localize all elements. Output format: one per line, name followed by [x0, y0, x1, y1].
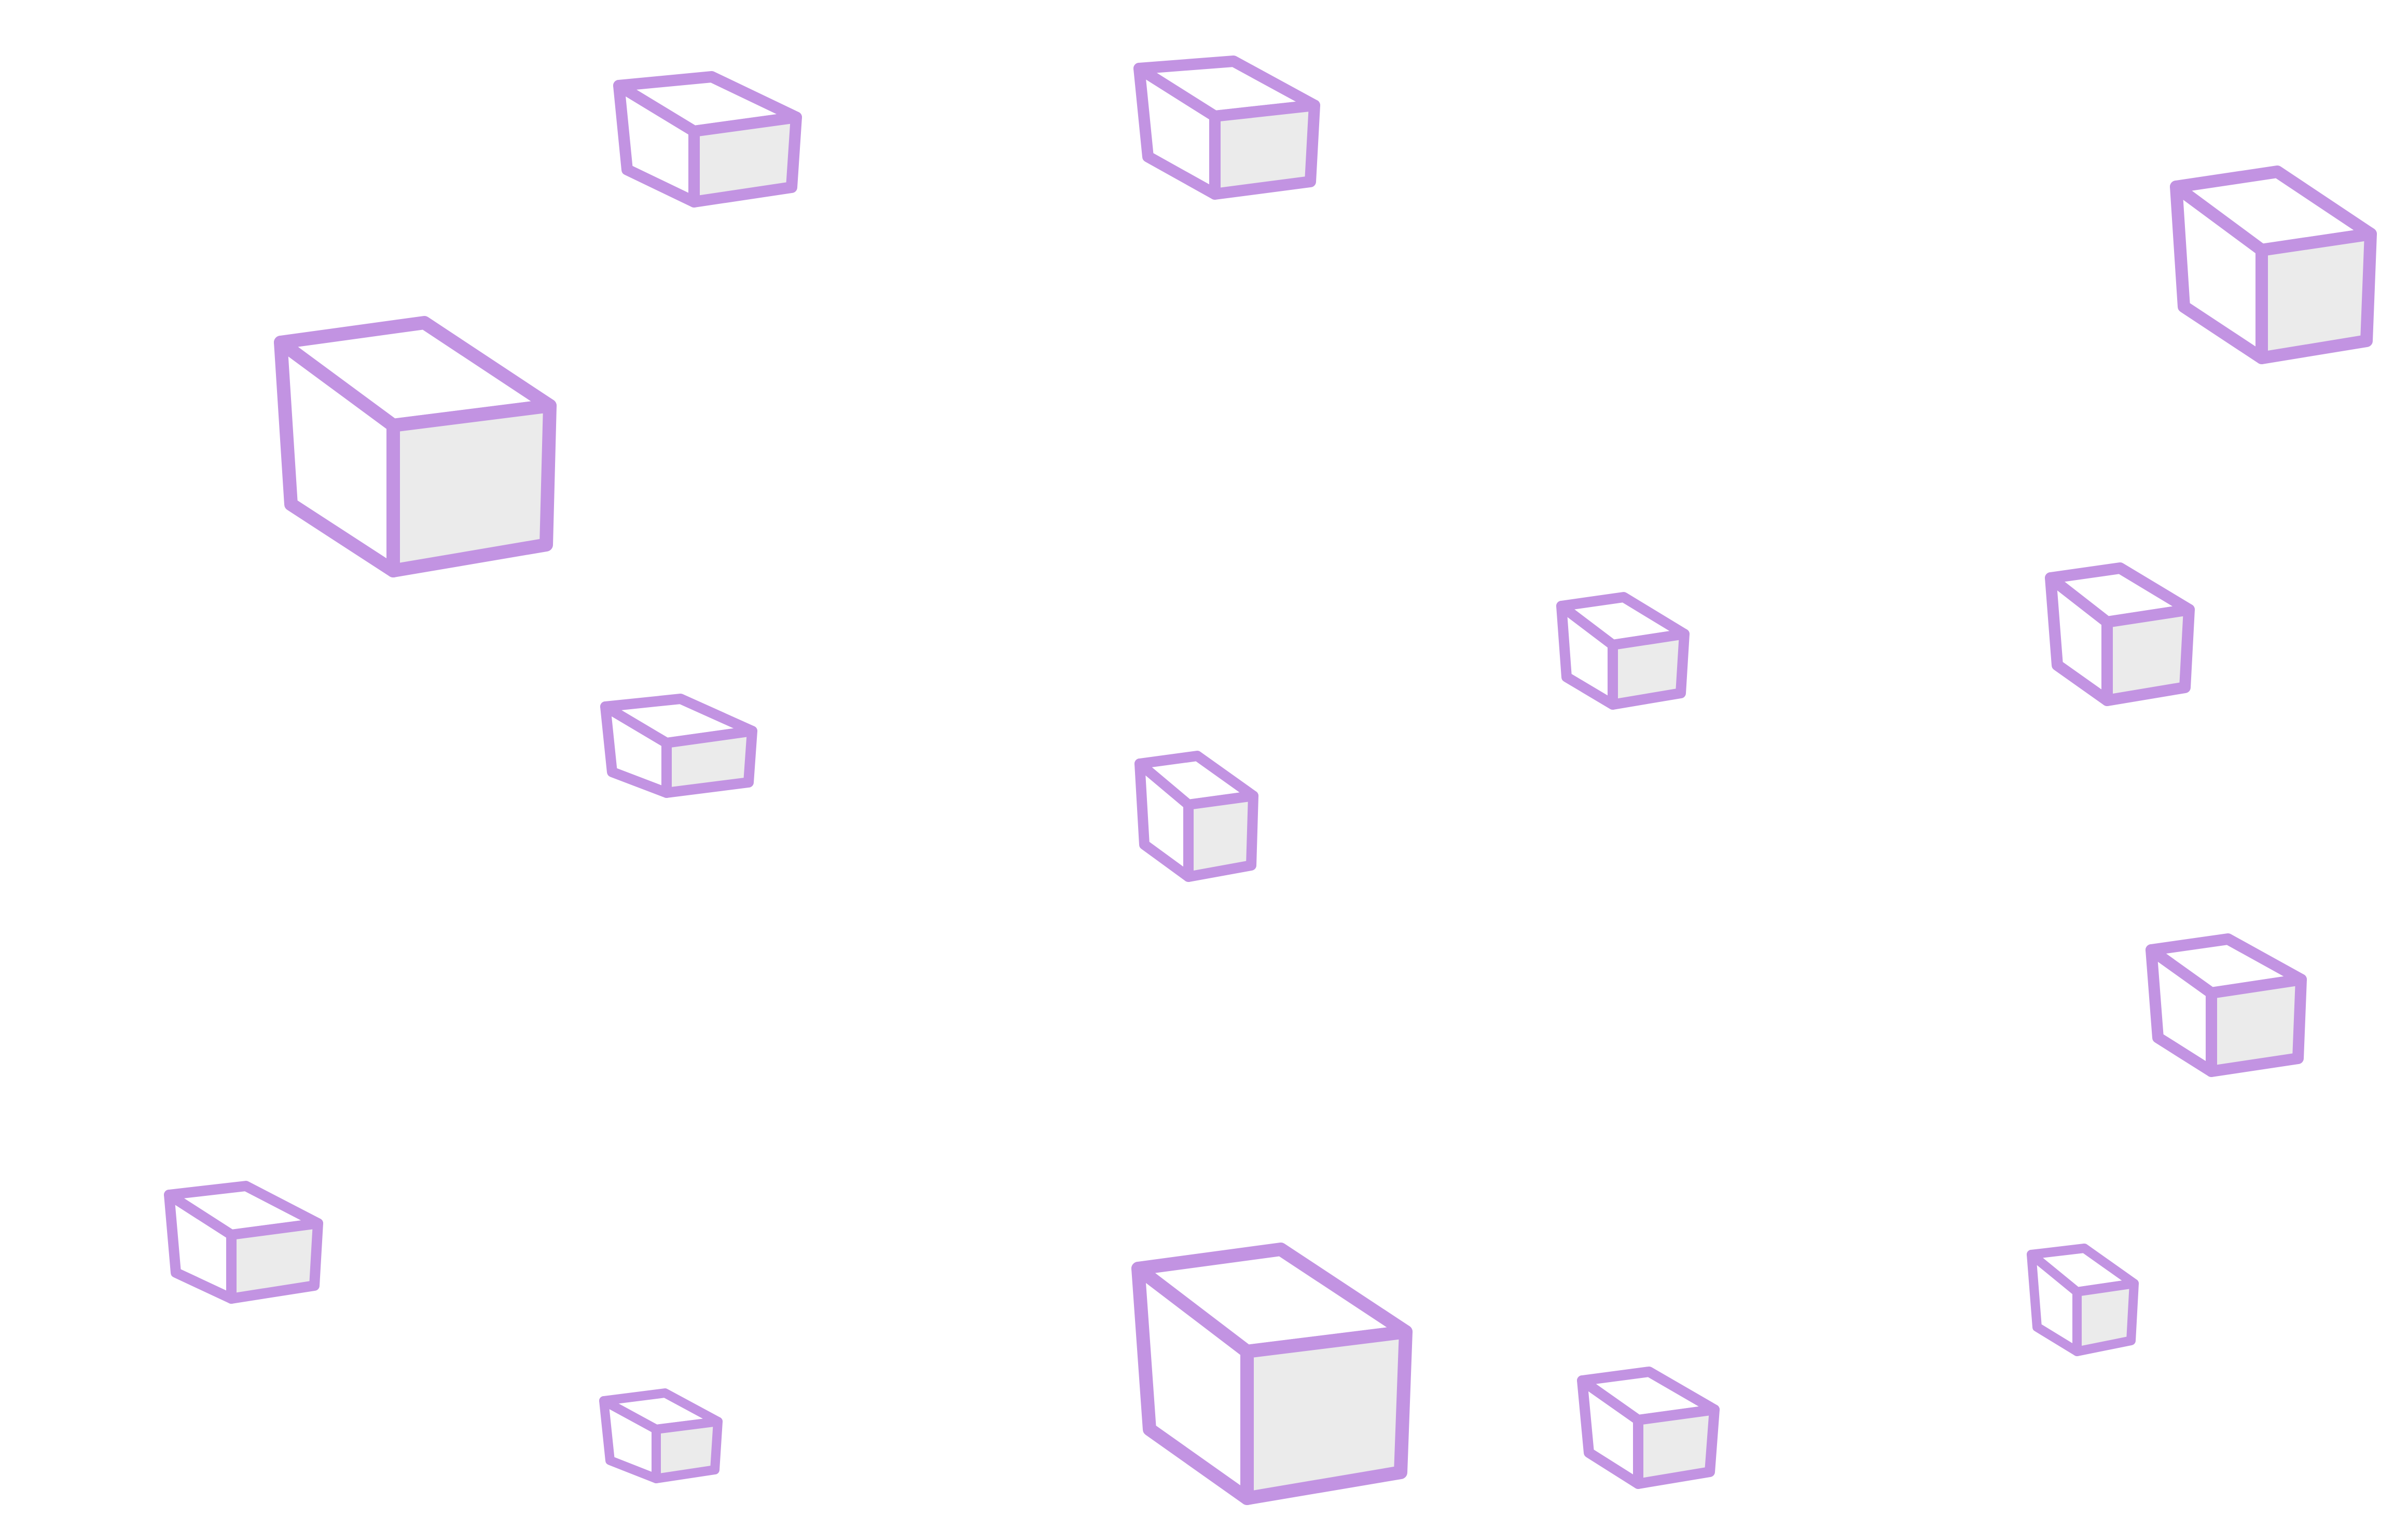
cube-12-front-face: [1240, 1325, 1413, 1505]
cube-2: [1133, 56, 1320, 200]
cube-4-front-face: [386, 399, 557, 577]
cube-6: [2045, 562, 2195, 706]
cube-2-front-face: [1209, 100, 1320, 200]
cube-12: [1131, 1243, 1413, 1505]
cube-14: [2027, 1244, 2139, 1356]
cube-7-front-face: [661, 726, 757, 798]
cube-3: [2170, 165, 2377, 364]
cube-layer: [164, 56, 2377, 1505]
cube-5-front-face: [1608, 629, 1690, 710]
cube-8-front-face: [1183, 791, 1258, 882]
cube-3-front-face: [2255, 228, 2377, 364]
cube-13-front-face: [1633, 1404, 1720, 1489]
cube-8: [1134, 751, 1258, 882]
cube-1-front-face: [688, 112, 802, 208]
cube-1: [613, 71, 802, 208]
cube-13: [1577, 1367, 1720, 1489]
cube-9-front-face: [2206, 974, 2307, 1077]
cube-11: [599, 1388, 723, 1483]
cube-5: [1556, 592, 1690, 710]
cube-7: [600, 694, 757, 798]
cube-10: [164, 1181, 323, 1304]
cube-11-front-face: [652, 1417, 723, 1483]
cube-14-front-face: [2072, 1279, 2139, 1356]
cube-6-front-face: [2101, 604, 2195, 706]
cube-10-front-face: [226, 1218, 323, 1304]
cube-4: [274, 316, 557, 577]
cube-9: [2146, 933, 2307, 1077]
